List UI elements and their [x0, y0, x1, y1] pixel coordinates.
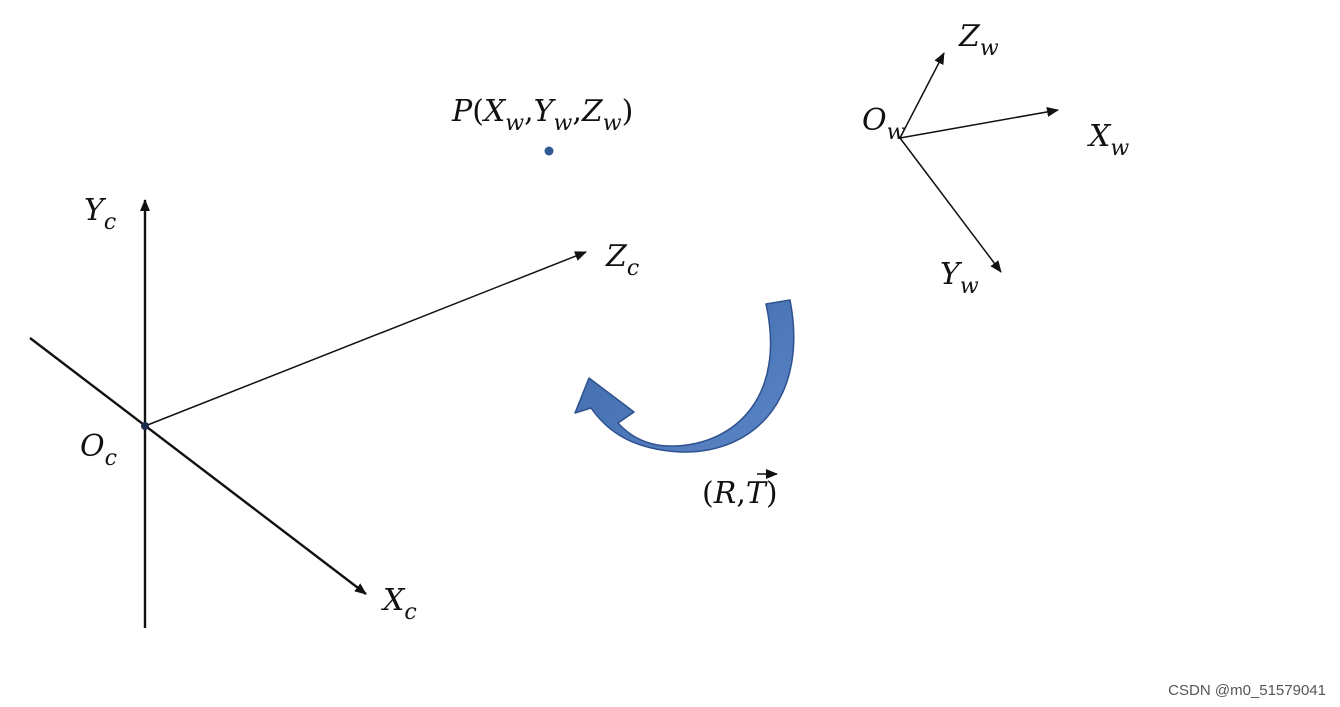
world-origin-label: Ow: [862, 103, 906, 145]
world-z-axis: [899, 52, 945, 139]
camera-origin-dot: [141, 422, 149, 430]
camera-frame: Yc Zc Oc Xc: [29, 193, 639, 628]
point-dot: [544, 146, 554, 156]
world-z-axis-label: Zw: [958, 19, 999, 61]
curved-arrow-icon: [574, 299, 795, 453]
camera-x-axis-label: Xc: [381, 583, 417, 625]
world-x-axis-label: Xw: [1087, 119, 1129, 161]
transform-label: (R,T): [702, 476, 778, 511]
camera-z-axis: [144, 251, 587, 427]
watermark: CSDN @m0_51579041: [1168, 682, 1326, 699]
world-frame: Zw Ow Xw Yw: [862, 19, 1129, 299]
camera-z-axis-label: Zc: [605, 239, 639, 281]
camera-y-axis-label: Yc: [84, 193, 116, 235]
world-y-axis-label: Yw: [940, 257, 979, 299]
transform-arrow: (R,T): [574, 299, 795, 511]
world-y-axis: [899, 137, 1002, 273]
point-label: P(Xw,Yw,Zw): [451, 94, 633, 136]
camera-x-axis: [29, 337, 367, 595]
camera-origin-label: Oc: [80, 429, 117, 471]
world-point: P(Xw,Yw,Zw): [451, 94, 633, 156]
world-x-axis: [899, 106, 1059, 139]
